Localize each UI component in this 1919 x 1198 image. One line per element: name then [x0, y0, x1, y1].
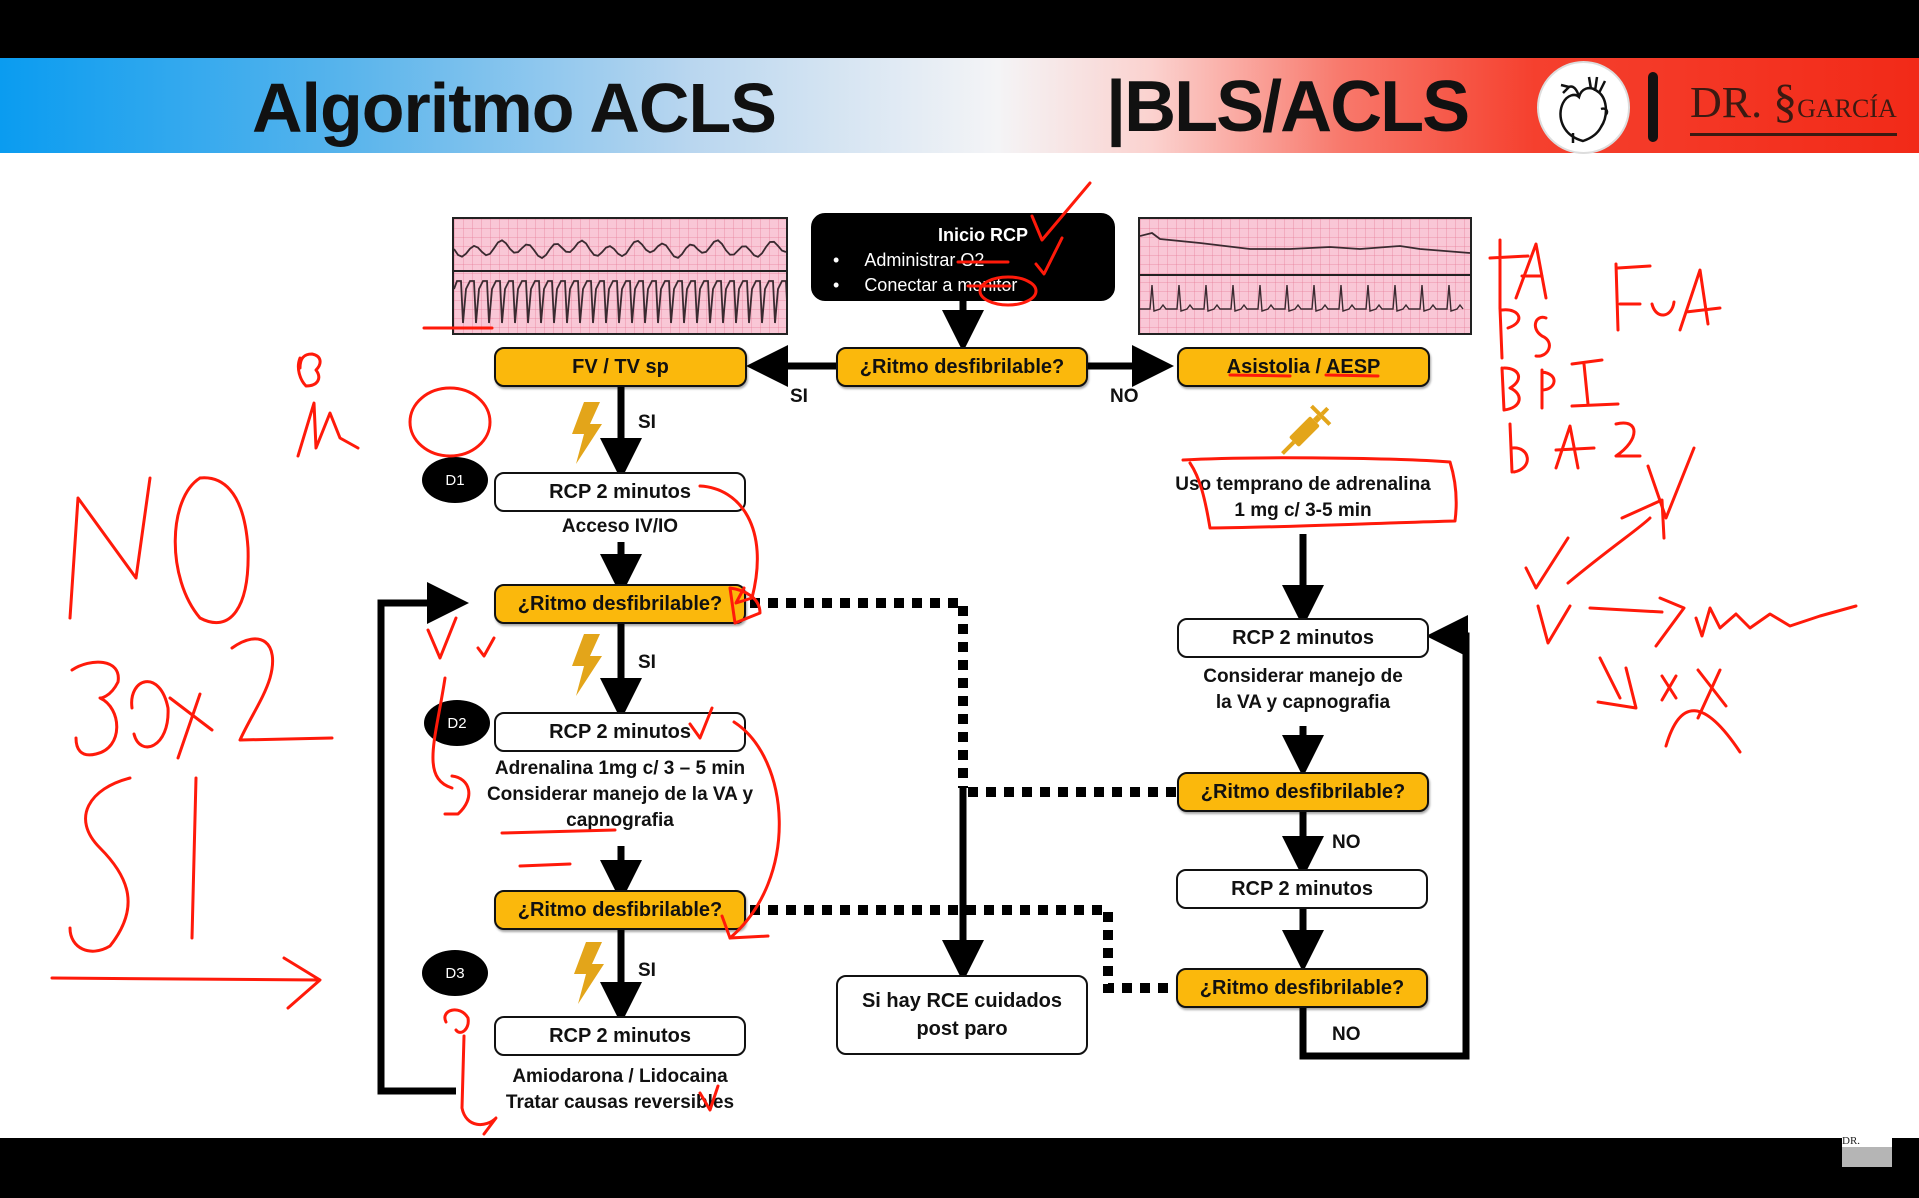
- note-line: capnografia: [566, 810, 674, 831]
- course-title: |BLS/ACLS: [1106, 67, 1470, 147]
- cpr-box-2: RCP 2 minutos: [494, 712, 746, 752]
- early-adrenaline-note: Uso temprano de adrenalina 1 mg c/ 3-5 m…: [1175, 472, 1431, 524]
- cpr-box-ns-2: RCP 2 minutos: [1176, 869, 1428, 909]
- cpr-box-1: RCP 2 minutos: [494, 472, 746, 512]
- rosc-line: Si hay RCE cuidados: [861, 990, 1063, 1012]
- yes-label: SI: [638, 412, 656, 433]
- note-adrenaline: Adrenalina 1mg c/ 3 – 5 min Considerar m…: [464, 756, 776, 834]
- note-antiarrhythmic: Amiodarona / Lidocaina Tratar causas rev…: [464, 1064, 776, 1116]
- dose-badge-d2: D2: [424, 700, 490, 746]
- start-bullet-1: • Administrar O2: [833, 250, 985, 270]
- watermark-logo: DR.: [1842, 1135, 1892, 1167]
- watermark-text: DR.: [1842, 1135, 1892, 1147]
- start-box: Inicio RCP • Administrar O2 • Conectar a…: [811, 213, 1115, 301]
- shockable-rhythm-box: FV / TV sp: [494, 347, 747, 387]
- rosc-box: Si hay RCE cuidados post paro: [836, 975, 1088, 1055]
- no-label: NO: [1332, 832, 1361, 853]
- note-line: Considerar manejo de: [1203, 666, 1403, 687]
- decision-initial: ¿Ritmo desfibrilable?: [836, 347, 1088, 387]
- note-line: Amiodarona / Lidocaina: [512, 1066, 728, 1087]
- note-line: 1 mg c/ 3-5 min: [1234, 500, 1372, 521]
- bullet-text: Conectar a monitor: [864, 275, 1018, 295]
- yes-label: SI: [638, 652, 656, 673]
- flow-connectors: [377, 300, 1470, 1095]
- rosc-line: post paro: [916, 1018, 1008, 1040]
- note-line: Tratar causas reversibles: [505, 1092, 735, 1113]
- cpr-box-3: RCP 2 minutos: [494, 1016, 746, 1056]
- decision-ns-1: ¿Ritmo desfibrilable?: [1177, 772, 1429, 812]
- heart-icon: [1537, 61, 1630, 154]
- no-label: NO: [1110, 386, 1139, 407]
- dashed-dec2-to-rosc: [750, 598, 968, 788]
- dose-badge-d1: D1: [422, 457, 488, 503]
- bullet-text: Administrar O2: [864, 250, 985, 270]
- dose-badge-d3: D3: [422, 950, 488, 996]
- decision-shock-3: ¿Ritmo desfibrilable?: [494, 890, 746, 930]
- separator: [1648, 72, 1658, 142]
- slide: Algoritmo ACLS |BLS/ACLS DR. §GARCÍA: [0, 58, 1919, 1138]
- start-bullet-2: • Conectar a monitor: [833, 275, 1018, 295]
- note-line: Uso temprano de adrenalina: [1175, 474, 1431, 495]
- brand-dr: DR.: [1690, 78, 1763, 127]
- nonshockable-rhythm-box: Asistolia / AESP: [1177, 347, 1430, 387]
- brand-name: GARCÍA: [1797, 94, 1897, 123]
- no-label: NO: [1332, 1024, 1361, 1045]
- slide-title: Algoritmo ACLS: [252, 69, 777, 147]
- shock-bolt-icon: [574, 942, 604, 1004]
- decision-ns-2: ¿Ritmo desfibrilable?: [1176, 968, 1428, 1008]
- note-line: Adrenalina 1mg c/ 3 – 5 min: [494, 758, 746, 779]
- yes-label: SI: [790, 386, 808, 407]
- brand-logo: DR. §GARCÍA: [1690, 78, 1897, 136]
- ecg-nonshockable: [1138, 217, 1472, 335]
- airway-note: Considerar manejo de la VA y capnografia: [1177, 664, 1429, 716]
- title-banner: Algoritmo ACLS |BLS/ACLS DR. §GARCÍA: [0, 58, 1919, 154]
- note-line: Considerar manejo de la VA y: [486, 784, 754, 805]
- loop-back-arrow: [377, 582, 469, 1095]
- shock-bolt-icon: [572, 634, 602, 696]
- loop-right-arrow: [1299, 615, 1470, 1060]
- dashed-dec3: [750, 905, 1176, 993]
- note-iv-io: Acceso IV/IO: [561, 516, 679, 537]
- yes-label: SI: [638, 960, 656, 981]
- decision-shock-2: ¿Ritmo desfibrilable?: [494, 584, 746, 624]
- ecg-shockable: [452, 217, 788, 335]
- shock-bolt-icon: [572, 402, 602, 464]
- start-title: Inicio RCP: [937, 225, 1028, 245]
- cpr-box-ns-1: RCP 2 minutos: [1177, 618, 1429, 658]
- caduceus-icon: §: [1773, 75, 1798, 128]
- syringe-icon: [1281, 404, 1332, 455]
- note-line: la VA y capnografia: [1215, 692, 1391, 713]
